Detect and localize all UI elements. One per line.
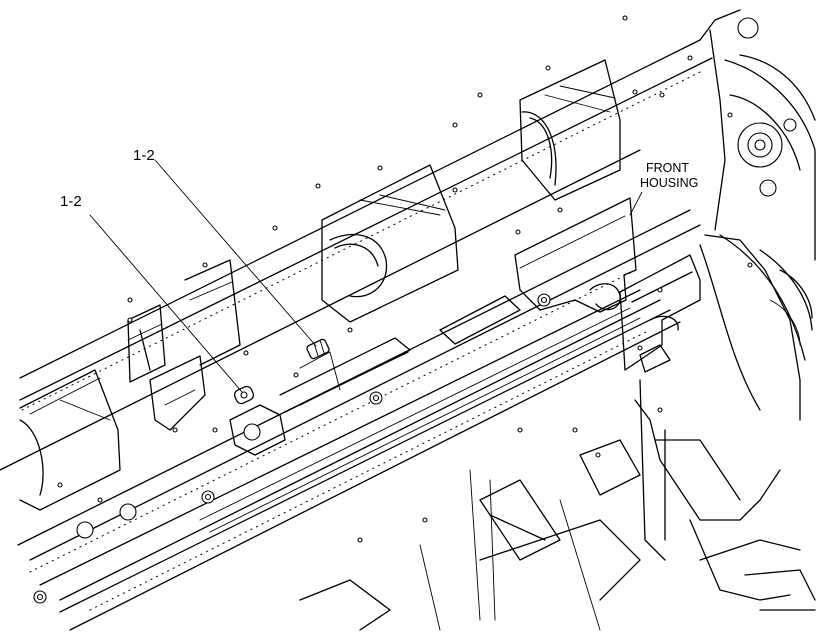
cylinder-bore-middle	[321, 164, 459, 323]
front-housing-body	[699, 9, 816, 421]
plug-lower	[233, 385, 255, 405]
left-lug-area	[127, 259, 241, 431]
pan-rail-bolts	[33, 293, 551, 604]
front-housing-label-line2: HOUSING	[640, 176, 698, 190]
main-bearing-webs	[299, 439, 641, 631]
front-housing-flange	[514, 197, 701, 373]
plug-upper	[306, 338, 330, 360]
crankcase-lower	[634, 379, 816, 611]
oil-gallery-ridge	[229, 295, 521, 456]
leader-lines	[89, 159, 643, 393]
cylinder-bore-right	[519, 59, 621, 201]
callout-label-lower: 1-2	[60, 193, 82, 210]
lower-rail	[17, 209, 701, 631]
block-dots	[57, 15, 753, 543]
front-housing-label-line1: FRONT	[646, 161, 689, 175]
cylinder-bore-left	[19, 369, 121, 511]
housing-boss	[737, 17, 797, 197]
block-top-surface	[0, 39, 713, 471]
callout-label-upper: 1-2	[133, 147, 155, 164]
